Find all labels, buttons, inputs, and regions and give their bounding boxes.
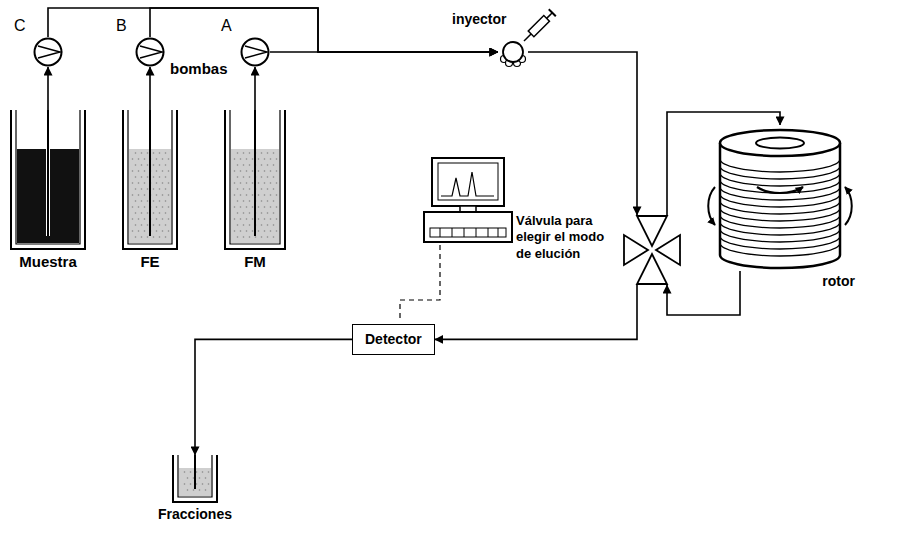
injector-shape xyxy=(498,37,528,67)
tubing-connector xyxy=(270,51,498,53)
pump-shape xyxy=(240,37,270,67)
node-label: FM xyxy=(244,253,266,271)
tubing-connector xyxy=(528,52,637,215)
selection-valve: Válvula para elegir el modo de elución xyxy=(622,215,682,285)
node-label: inyector xyxy=(452,11,506,28)
tubing-connector xyxy=(667,271,740,315)
node-label: C xyxy=(14,16,26,35)
node-label: Detector xyxy=(365,331,422,348)
tubing-connector xyxy=(150,8,498,52)
fraction-collector-shape xyxy=(172,455,218,503)
signal-dashed-line xyxy=(400,245,440,320)
node-label: B xyxy=(116,16,127,35)
computer xyxy=(424,158,512,242)
tubing-connector xyxy=(149,67,151,110)
injector: inyector xyxy=(498,37,528,67)
stationary-phase-reservoir: FE xyxy=(122,110,178,250)
rotor-coil: rotor xyxy=(705,125,855,271)
node-label: Válvula para elegir el modo de elución xyxy=(516,213,616,262)
part-label: bombas xyxy=(170,60,228,78)
tubing-connector xyxy=(254,67,256,110)
fraction-collector: Fracciones xyxy=(172,455,218,503)
detector-box: Detector xyxy=(352,324,435,355)
stationary-phase-reservoir-shape xyxy=(122,110,178,250)
mobile-phase-reservoir-shape xyxy=(224,110,286,250)
tubing-connector xyxy=(48,8,498,52)
pump: A xyxy=(240,37,270,67)
tubing-connector xyxy=(195,339,352,455)
tubing-connector xyxy=(47,67,49,110)
selection-valve-shape xyxy=(622,215,682,285)
sample-reservoir: Muestra xyxy=(10,110,86,250)
node-label: A xyxy=(221,16,232,35)
node-label: Muestra xyxy=(19,253,77,271)
node-label: rotor xyxy=(822,273,855,290)
pump: C xyxy=(33,37,63,67)
sample-reservoir-shape xyxy=(10,110,86,250)
syringe xyxy=(520,9,555,44)
pump-shape xyxy=(33,37,63,67)
tubing-connector xyxy=(435,285,637,339)
node-label: Fracciones xyxy=(158,506,232,523)
node-label: FE xyxy=(140,253,159,271)
rotor-coil-shape xyxy=(705,125,855,271)
pump-shape xyxy=(135,37,165,67)
pump: B xyxy=(135,37,165,67)
mobile-phase-reservoir: FM xyxy=(224,110,286,250)
